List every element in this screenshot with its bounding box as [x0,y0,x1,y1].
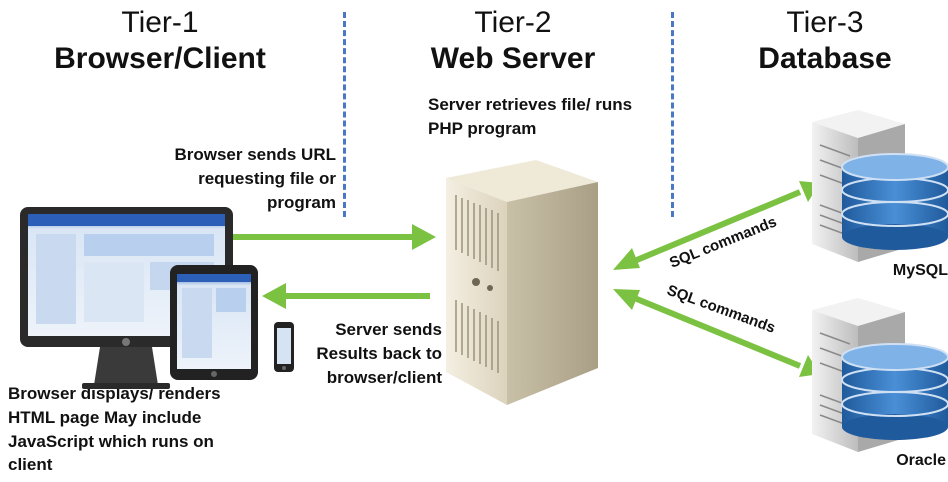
tier-1-name: Browser/Client [54,42,266,75]
mysql-database-icon [841,153,948,250]
sql-label-oracle: SQL commands [665,282,778,337]
response-arrow [262,283,430,309]
tablet-icon [170,265,258,380]
sql-arrow-mysql [613,181,820,270]
tier-2-number: Tier-2 [474,6,552,39]
tier-3-name: Database [758,42,892,75]
server-sends-note: Server sends Results back to browser/cli… [316,320,442,387]
web-server-icon [446,160,598,405]
mysql-label: MySQL [892,262,948,279]
request-arrow [232,224,436,250]
browser-sends-note: Browser sends URL requesting file or pro… [174,145,336,212]
oracle-database-icon [841,343,948,440]
server-retrieves-note: Server retrieves file/ runs PHP program [428,95,633,138]
tier-2-name: Web Server [430,42,596,75]
phone-icon [274,322,294,372]
tier-3-number: Tier-3 [786,6,864,39]
oracle-label: Oracle [896,452,946,469]
tier-divider-2 [671,12,674,217]
tier-divider-1 [343,12,346,217]
tier-1-number: Tier-1 [121,6,199,39]
